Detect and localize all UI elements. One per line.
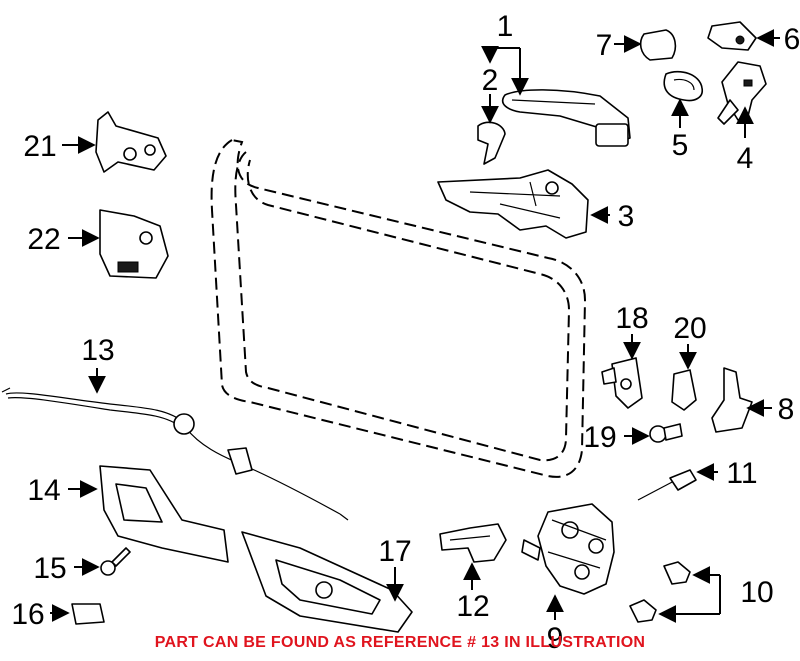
callout-10: 10 [740,576,773,609]
callout-numbers: 1 2 3 4 5 6 7 8 9 10 11 12 13 14 15 16 1… [11,10,800,655]
callout-1: 1 [497,10,514,43]
cylinder-cover-bracket [707,21,757,51]
callout-15: 15 [33,552,66,585]
reference-note: PART CAN BE FOUND AS REFERENCE # 13 IN I… [154,634,646,651]
callout-5: 5 [672,129,689,162]
callout-11: 11 [726,457,757,490]
callout-2: 2 [482,64,499,97]
inside-handle-trim [241,531,413,633]
lock-cylinder [717,61,767,125]
callout-12: 12 [456,590,489,623]
callout-9: 9 [547,622,564,655]
callout-17: 17 [378,535,411,568]
callout-19: 19 [583,421,616,454]
handle-clip [477,121,506,165]
striker-bolt [649,423,683,443]
callout-20: 20 [673,312,706,345]
callout-7: 7 [596,29,613,62]
outside-door-handle [501,89,631,147]
handle-screw [100,547,131,576]
upper-hinge [95,111,167,173]
release-cable [1,387,349,521]
callout-16: 16 [11,598,44,631]
leader-lines [50,29,780,623]
handle-cap [639,29,677,61]
latch-bracket [439,523,507,563]
lower-hinge [99,209,169,279]
callout-6: 6 [784,23,800,56]
callout-13: 13 [81,334,114,367]
callout-14: 14 [27,474,60,507]
striker-shim [671,369,697,411]
striker-cover [711,367,753,433]
lock-rod [637,469,697,501]
striker-plate [601,357,643,409]
handle-carrier-bracket [437,169,589,239]
inside-handle-housing [99,465,229,563]
callout-18: 18 [615,302,648,335]
callout-22: 22 [27,223,60,256]
door-frame-outline [210,138,587,478]
callout-21: 21 [23,130,56,163]
callout-4: 4 [737,142,754,175]
cylinder-gasket [663,70,704,102]
trim-cap [71,603,105,625]
callout-3: 3 [618,200,635,233]
latch-screws [629,561,691,623]
callout-8: 8 [778,393,795,426]
door-latch-assembly [521,503,615,595]
